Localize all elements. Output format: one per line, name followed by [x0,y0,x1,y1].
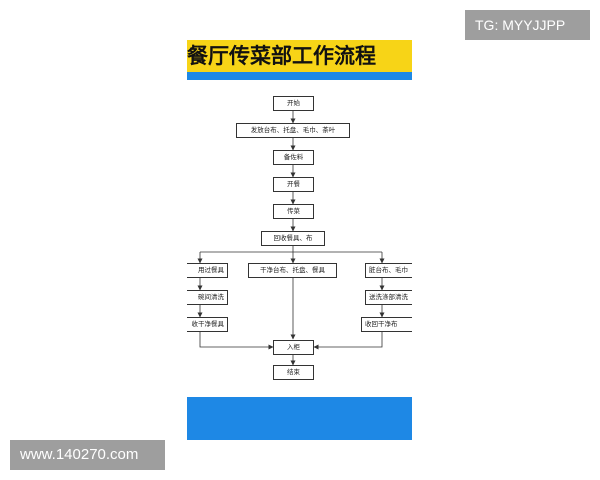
node-left-wash: 碗间清洗 [187,290,228,305]
node-center-clean: 干净台布、托盘、餐具 [248,263,337,278]
node-collect: 回收餐具、布 [261,231,325,246]
edge-right-store [313,332,383,350]
node-right-laundry: 送洗涤部清洗 [365,290,412,305]
node-right-return: 收回干净布 [361,317,412,332]
poster-title: 餐厅传菜部工作流程 [187,40,412,72]
node-setup: 发放台布、托盘、毛巾、茶叶 [236,123,350,138]
footer-blue-band [187,397,412,440]
flowchart-poster: 餐厅传菜部工作流程 开始 发放台 [187,40,412,440]
edge-left-store [199,332,274,350]
tg-watermark: TG: MYYJJPP [465,10,590,40]
node-prep: 备佐料 [273,150,314,165]
site-watermark: www.140270.com [10,440,165,470]
node-left-clean: 收干净餐具 [187,317,228,332]
node-serve: 传菜 [273,204,314,219]
node-left-used: 用过餐具 [187,263,228,278]
node-start: 开始 [273,96,314,111]
node-end: 结束 [273,365,314,380]
node-open: 开餐 [273,177,314,192]
title-underline-stripe [187,72,412,80]
node-right-dirty: 脏台布、毛巾 [365,263,412,278]
node-store: 入柜 [273,340,314,355]
flow-connectors [197,111,385,366]
